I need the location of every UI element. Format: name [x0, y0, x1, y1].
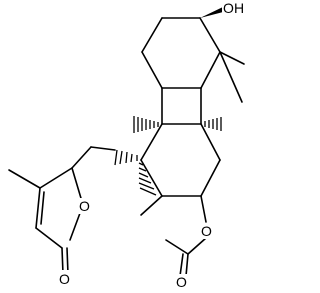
- bond: [200, 123, 221, 161]
- bond: [200, 195, 207, 223]
- bond: [8, 169, 41, 189]
- bond: [140, 123, 163, 161]
- bond: [200, 51, 221, 89]
- hashed-bond: [138, 162, 157, 196]
- structure-canvas: O H O O O O: [8, 0, 245, 290]
- bond: [71, 146, 92, 169]
- molecule-diagram: O H O O O O: [8, 0, 245, 290]
- atom-label-hydrogen: H: [234, 0, 244, 16]
- bond: [185, 253, 189, 277]
- bond: [141, 51, 163, 89]
- bond: [39, 167, 73, 189]
- hashed-bond: [114, 149, 138, 166]
- bond: [66, 247, 69, 275]
- hashed-bond: [204, 117, 222, 131]
- bond: [90, 146, 116, 151]
- bond: [61, 247, 64, 275]
- wedge-bond: [200, 6, 227, 18]
- atom-label-oxygen: O: [223, 0, 234, 16]
- atom-label-oxygen: O: [201, 223, 212, 239]
- bond: [140, 159, 163, 197]
- bond: [35, 187, 41, 229]
- bond: [35, 227, 63, 249]
- bond: [141, 17, 163, 53]
- bond: [40, 191, 45, 225]
- bond: [219, 51, 245, 65]
- atom-label-oxygen: O: [79, 198, 90, 214]
- hashed-bond: [133, 116, 159, 133]
- bond: [179, 253, 184, 277]
- bond: [140, 195, 163, 216]
- bond: [199, 17, 221, 53]
- atom-label-oxygen: O: [59, 271, 70, 287]
- bond: [165, 239, 189, 255]
- atom-label-oxygen: O: [176, 274, 187, 290]
- bond: [219, 51, 243, 103]
- bond: [200, 159, 221, 197]
- bond: [187, 237, 207, 255]
